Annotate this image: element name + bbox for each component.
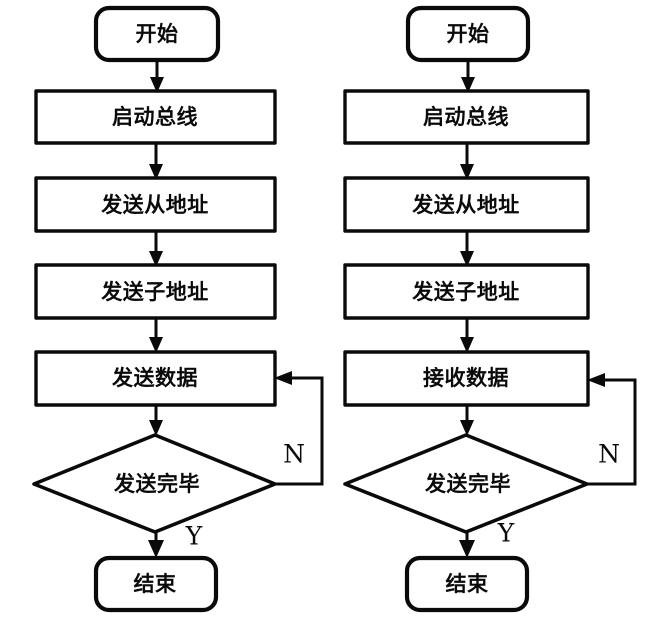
arrow-head-icon xyxy=(460,251,474,267)
loopback-line xyxy=(587,378,637,486)
node-left-step1-label: 启动总线 xyxy=(112,105,198,129)
node-left-step3-label: 发送子地址 xyxy=(100,280,209,304)
arrow-head-icon xyxy=(148,540,164,558)
process-shape xyxy=(34,350,277,407)
node-right-step4-label: 接收数据 xyxy=(423,366,509,390)
left-flowchart: 开始 启动总线 发送从地址 xyxy=(32,5,324,613)
node-right-step1-label: 启动总线 xyxy=(423,105,509,129)
node-right-start-label: 开始 xyxy=(447,22,490,46)
arrow-head-icon xyxy=(149,251,163,267)
connector-right-step4-decision xyxy=(460,405,474,436)
node-right-decision[interactable]: 发送完毕 xyxy=(343,433,589,534)
node-right-step3[interactable]: 发送子地址 xyxy=(343,263,590,320)
arrow-head-icon xyxy=(460,420,474,436)
arrow-head-icon xyxy=(460,337,474,353)
process-shape xyxy=(343,89,590,145)
connector-left-loopback: N xyxy=(274,371,324,486)
node-left-end[interactable]: 结束 xyxy=(93,555,219,613)
node-right-end-label: 结束 xyxy=(446,572,489,596)
arrow-head-icon xyxy=(149,164,163,180)
node-right-end[interactable]: 结束 xyxy=(404,555,530,613)
node-right-step1[interactable]: 启动总线 xyxy=(343,89,590,145)
node-right-step3-label: 发送子地址 xyxy=(411,280,520,304)
node-left-step1[interactable]: 启动总线 xyxy=(34,89,277,145)
connector-right-start-step1 xyxy=(461,60,475,93)
arrow-head-icon xyxy=(460,164,474,180)
terminal-shape xyxy=(93,555,219,613)
connector-left-decision-end: Y xyxy=(148,522,203,558)
arrow-head-icon xyxy=(149,420,163,436)
node-right-step2-label: 发送从地址 xyxy=(411,193,520,217)
node-left-step2[interactable]: 发送从地址 xyxy=(34,176,277,233)
connector-right-loopback: N xyxy=(587,373,637,486)
arrow-head-icon xyxy=(274,371,292,385)
branch-label-right-no: N xyxy=(598,440,620,469)
process-shape xyxy=(34,176,277,233)
connector-right-decision-end: Y xyxy=(459,519,515,558)
process-shape xyxy=(34,89,277,145)
node-right-step4[interactable]: 接收数据 xyxy=(343,350,590,407)
branch-label-left-no: N xyxy=(283,440,305,469)
process-shape xyxy=(343,263,590,320)
connector-left-step4-decision xyxy=(149,405,163,436)
node-left-step2-label: 发送从地址 xyxy=(100,193,209,217)
node-right-step2[interactable]: 发送从地址 xyxy=(343,176,590,233)
node-left-decision[interactable]: 发送完毕 xyxy=(32,433,277,534)
node-left-start-label: 开始 xyxy=(136,22,179,46)
arrow-head-icon xyxy=(459,540,475,558)
node-left-step3[interactable]: 发送子地址 xyxy=(34,263,277,320)
connector-left-step1-step2 xyxy=(149,143,163,180)
arrow-head-icon xyxy=(149,337,163,353)
node-left-start[interactable]: 开始 xyxy=(93,5,221,63)
right-flowchart: 开始 启动总线 发送从地址 xyxy=(343,5,637,613)
node-left-step4[interactable]: 发送数据 xyxy=(34,350,277,407)
connector-left-start-step1 xyxy=(150,60,164,93)
terminal-shape xyxy=(404,555,530,613)
loopback-line xyxy=(275,376,324,486)
node-left-decision-label: 发送完毕 xyxy=(113,472,200,496)
connector-left-step2-step3 xyxy=(149,231,163,267)
arrow-head-icon xyxy=(587,373,605,387)
arrow-head-icon xyxy=(150,77,164,93)
connector-right-step2-step3 xyxy=(460,231,474,267)
node-right-start[interactable]: 开始 xyxy=(405,5,531,63)
branch-label-right-yes: Y xyxy=(497,519,515,548)
connector-left-step3-step4 xyxy=(149,318,163,353)
node-left-end-label: 结束 xyxy=(134,572,177,596)
branch-label-left-yes: Y xyxy=(185,522,203,551)
node-right-decision-label: 发送完毕 xyxy=(424,472,511,496)
arrow-head-icon xyxy=(461,77,475,93)
node-left-step4-label: 发送数据 xyxy=(111,366,198,390)
connector-right-step1-step2 xyxy=(460,143,474,180)
connector-right-step3-step4 xyxy=(460,318,474,353)
